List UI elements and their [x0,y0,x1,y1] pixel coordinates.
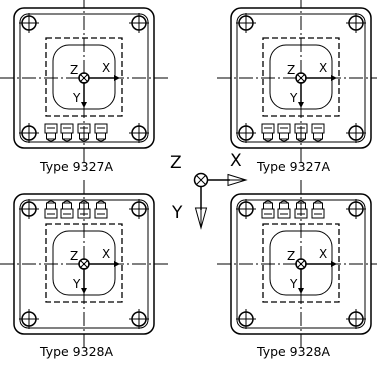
plate-x-label: X [319,247,327,261]
axis-legend: Z X Y [170,151,248,230]
plate-z-label: Z [287,249,295,263]
connector-row-top [44,200,108,219]
plate-top-right: Z X Y [217,0,377,162]
plate-y-label: Y [289,91,298,105]
plate-x-label: X [319,61,327,75]
label-top-right: Type 9327A [256,159,330,174]
plate-z-label: Z [287,63,295,77]
label-bottom-right: Type 9328A [256,344,330,359]
plate-z-label: Z [70,63,78,77]
plate-bottom-right: Z X Y [217,180,377,348]
legend-z-label: Z [170,153,182,173]
plate-y-label: Y [289,277,298,291]
plate-bottom-left: Z X Y [0,180,168,348]
plate-y-label: Y [72,277,81,291]
connector-row-top [261,200,325,219]
legend-y-label: Y [171,203,183,223]
plate-top-left: Z X Y [0,0,168,162]
label-top-left: Type 9327A [39,159,113,174]
plate-x-label: X [102,247,110,261]
legend-x-arrow-icon [207,173,248,187]
plate-z-label: Z [70,249,78,263]
connector-row-bottom [44,123,108,142]
legend-y-arrow-icon [194,186,208,230]
plate-y-label: Y [72,91,81,105]
legend-x-label: X [230,151,242,171]
label-bottom-left: Type 9328A [39,344,113,359]
plate-x-label: X [102,61,110,75]
connector-row-bottom [261,123,325,142]
